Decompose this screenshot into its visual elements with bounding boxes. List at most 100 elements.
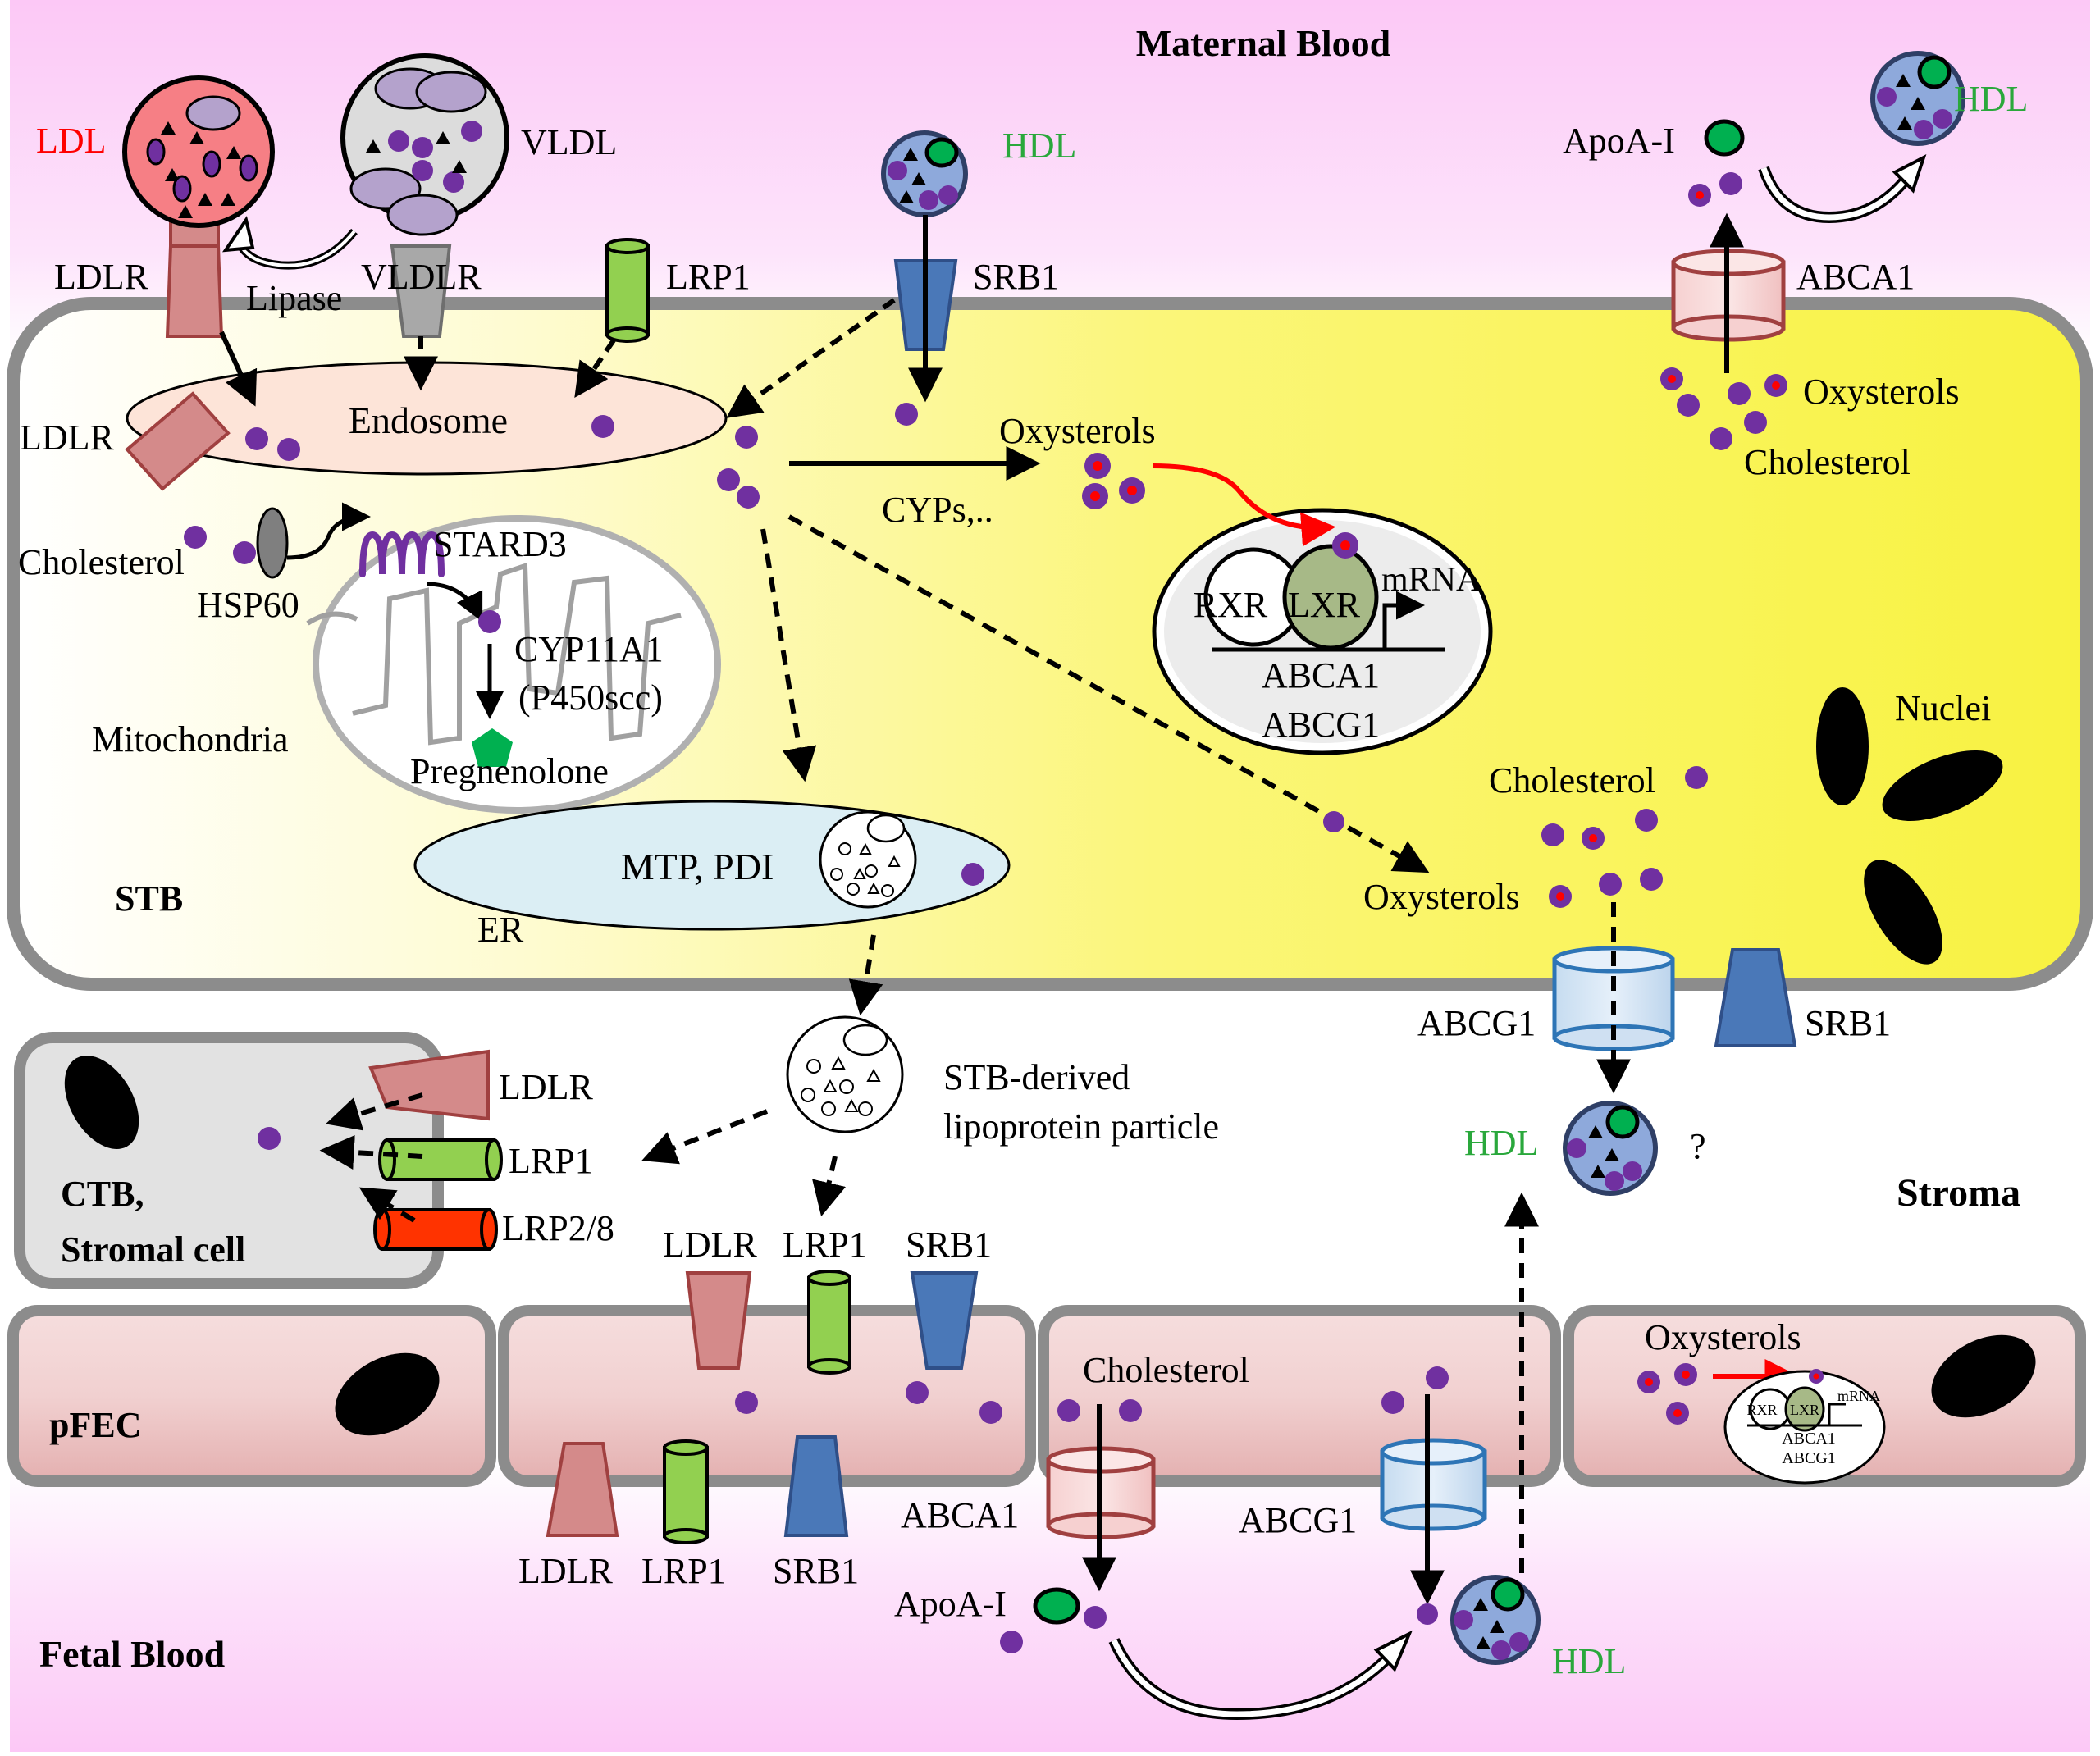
- pfec-cell-2: [498, 1305, 1036, 1487]
- cholesterol-dot: [258, 1127, 281, 1150]
- ldlr-ctb-uptake-arrow: [325, 1092, 423, 1131]
- cholesterol-dot: [1719, 172, 1742, 195]
- oxysterol-to-lxr-arrow: [1152, 463, 1336, 547]
- cholesterol-dot: [961, 863, 984, 886]
- question-mark: ?: [1690, 1126, 1706, 1166]
- cholesterol-dot: [478, 610, 501, 633]
- oxysterols-pfec-label: Oxysterols: [1645, 1317, 1801, 1357]
- cholesterol-dot: [245, 427, 268, 450]
- lipase-label: Lipase: [246, 278, 342, 318]
- cholesterol-dot: [1084, 1606, 1107, 1629]
- hdl-particle-top: [881, 130, 968, 217]
- srb1-top-label: SRB1: [973, 257, 1059, 297]
- cholesterol-dot: [906, 1381, 929, 1404]
- rxr-label: RXR: [1194, 585, 1268, 625]
- transcription-arrow: [1382, 591, 1425, 648]
- apoai-fetal: [1033, 1587, 1080, 1625]
- srb1-to-endosome-arrow: [726, 298, 896, 418]
- abca1-pfec-label: ABCA1: [901, 1495, 1019, 1535]
- hdl-topright-label: HDL: [1954, 79, 2028, 119]
- ldlr-endocytosis-arrow: [219, 331, 258, 407]
- cholesterol-dot: [1000, 1631, 1023, 1653]
- ldlr-receptor-ctb: [368, 1049, 490, 1121]
- srb1-pfec-bottom-label: SRB1: [773, 1551, 859, 1591]
- pregnenolone-label: Pregnenolone: [410, 751, 609, 791]
- gene-abca1-mini: ABCA1: [1782, 1430, 1836, 1448]
- cholesterol-label-mito: Cholesterol: [18, 542, 185, 582]
- oxysterol-cluster-center: [1082, 453, 1145, 509]
- stard3-label: STARD3: [433, 524, 567, 564]
- stard3-to-cyp-arrow: [426, 582, 483, 623]
- hsp60-to-stard3-arrow: [286, 502, 371, 560]
- cholesterol-cluster-topright: [1660, 367, 1787, 450]
- ldlr-endosome-receptor: [125, 391, 231, 491]
- abcg1-transporter-pfec: [1380, 1438, 1487, 1531]
- cholesterol-dot: [1417, 1603, 1438, 1625]
- lrp1-pfec-bottom-label: LRP1: [641, 1551, 726, 1591]
- mrna-label: mRNA: [1381, 561, 1481, 599]
- srb1-receptor-pfec-apical: [910, 1271, 979, 1370]
- srb1-stb-basal-label: SRB1: [1805, 1003, 1891, 1043]
- srb1-receptor-pfec-basal: [783, 1435, 849, 1537]
- lxr-label: LXR: [1288, 585, 1361, 625]
- pregnenolone-shape: [472, 728, 513, 767]
- gene-abcg1-mini: ABCG1: [1782, 1449, 1836, 1467]
- nucleus-shape-2: [1882, 750, 2003, 821]
- pfec-nucleus-4: [1931, 1334, 2036, 1418]
- cyp11a1-label: CYP11A1: [514, 629, 664, 669]
- endosome-label: Endosome: [349, 399, 508, 441]
- cholesterol-dot: [1426, 1366, 1449, 1389]
- cholesterol-pfec-label: Cholesterol: [1083, 1350, 1249, 1390]
- lrp1-receptor-top: [605, 238, 650, 343]
- apoai-top: [1704, 119, 1745, 157]
- cholesterol-dot: [735, 426, 758, 449]
- apoai-top-label: ApoA-I: [1563, 121, 1675, 161]
- stroma-label: Stroma: [1897, 1171, 2020, 1215]
- cholesterol-dot: [895, 403, 918, 426]
- maternal-blood-label: Maternal Blood: [1136, 22, 1391, 64]
- lxr-mini-label: LXR: [1790, 1402, 1819, 1418]
- lrp1-ctb-label: LRP1: [509, 1141, 593, 1181]
- oxysterols-center-label: Oxysterols: [999, 411, 1156, 451]
- cholesterol-dot: [591, 415, 614, 438]
- lrp1-ctb-uptake-arrow: [319, 1135, 423, 1170]
- pfec-label: pFEC: [49, 1405, 141, 1445]
- hdl-stroma-label: HDL: [1464, 1123, 1538, 1163]
- oxysterol-cluster-pfec: [1637, 1363, 1697, 1425]
- cyps-label: CYPs,..: [882, 490, 993, 530]
- lrp1-top-label: LRP1: [666, 257, 751, 297]
- stb-derived-lipoprotein-particle: [786, 1015, 904, 1133]
- abca1-top-label: ABCA1: [1796, 257, 1915, 297]
- er-label: ER: [477, 910, 524, 950]
- stard3-protein: [359, 531, 445, 577]
- stb-label: STB: [115, 878, 183, 919]
- ldlr-pfec-bottom-label: LDLR: [518, 1551, 614, 1591]
- pfec-cell-1: [7, 1305, 496, 1487]
- ldlr-receptor-pfec-apical: [685, 1271, 752, 1370]
- vldl-label: VLDL: [521, 122, 617, 162]
- mtp-pdi-label: MTP, PDI: [621, 846, 774, 887]
- gene-abcg1-label: ABCG1: [1262, 705, 1380, 745]
- cholesterol-dot: [277, 438, 300, 461]
- lxr-mini: [1784, 1386, 1825, 1432]
- cholesterol-dot: [184, 526, 207, 549]
- ldlr-ctb-label: LDLR: [499, 1067, 594, 1107]
- ldl-label: LDL: [36, 121, 107, 161]
- lrp28-ctb-label: LRP2/8: [502, 1208, 614, 1248]
- hdl-top-label: HDL: [1002, 125, 1076, 166]
- lrp1-receptor-ctb: [378, 1138, 503, 1181]
- cholesterol-topright-label: Cholesterol: [1744, 442, 1911, 482]
- srb1-receptor-stb-basal: [1714, 948, 1797, 1047]
- ctb-label-2: Stromal cell: [61, 1229, 245, 1270]
- cholesterol-dot: [1685, 766, 1708, 789]
- particle-to-ctb-arrow: [641, 1109, 769, 1165]
- fetal-blood-label: Fetal Blood: [39, 1633, 226, 1675]
- nuclei-label: Nuclei: [1895, 688, 1991, 728]
- p450scc-label: (P450scc): [518, 677, 663, 718]
- cholesterol-dot: [717, 468, 740, 491]
- cholesterol-dot: [1119, 1399, 1142, 1422]
- cholesterol-dot: [1323, 811, 1344, 832]
- ldlr-endosome-label: LDLR: [20, 417, 115, 458]
